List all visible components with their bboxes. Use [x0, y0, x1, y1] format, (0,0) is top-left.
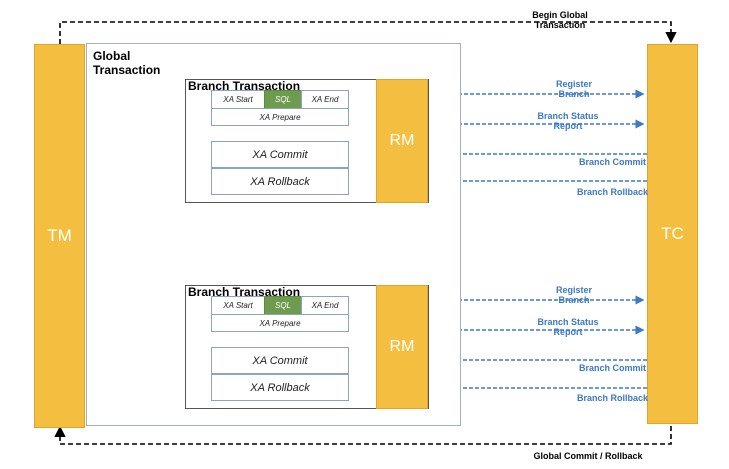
- branch-commit-label: Branch Commit: [578, 363, 646, 373]
- branch-commit-label: Branch Commit: [578, 157, 646, 167]
- branch-rollback-label: Branch Rollback: [576, 393, 648, 403]
- tm-label: TM: [47, 226, 72, 245]
- branch-transaction-title: Branch Transaction: [188, 285, 301, 299]
- register-branch-label: Register Branch: [555, 79, 592, 99]
- branch-transaction-title: Branch Transaction: [188, 79, 301, 93]
- xa-start-cell: XA Start: [211, 90, 265, 109]
- rm-box: RM: [376, 285, 428, 409]
- sql-cell: SQL: [264, 296, 302, 315]
- xa-commit-box: XA Commit: [211, 347, 349, 374]
- rm-box: RM: [376, 79, 428, 203]
- branch-rollback-label: Branch Rollback: [576, 187, 648, 197]
- branch-status-report-label: Branch Status Report: [537, 317, 599, 337]
- rm-label: RM: [389, 132, 415, 149]
- xa-prepare-cell: XA Prepare: [211, 314, 349, 332]
- xa-rollback-box: XA Rollback: [211, 374, 349, 401]
- global-transaction-title: Global Transaction: [93, 49, 161, 77]
- branch-status-report-label: Branch Status Report: [537, 111, 599, 131]
- register-branch-label: Register Branch: [555, 285, 592, 305]
- global-commit-rollback-label: Global Commit / Rollback: [533, 451, 643, 461]
- global-commit-path: [54, 425, 672, 445]
- tm-bar: TM: [34, 44, 85, 428]
- begin-global-label: Begin Global Transaction: [532, 10, 588, 30]
- tc-bar: TC: [647, 44, 698, 424]
- xa-prepare-cell: XA Prepare: [211, 108, 349, 126]
- begin-global-path: [59, 21, 677, 44]
- xa-start-cell: XA Start: [211, 296, 265, 315]
- rm-label: RM: [389, 338, 415, 355]
- xa-rollback-box: XA Rollback: [211, 168, 349, 195]
- xa-end-cell: XA End: [301, 296, 349, 315]
- xa-end-cell: XA End: [301, 90, 349, 109]
- sql-cell: SQL: [264, 90, 302, 109]
- xa-commit-box: XA Commit: [211, 141, 349, 168]
- tc-label: TC: [661, 224, 684, 243]
